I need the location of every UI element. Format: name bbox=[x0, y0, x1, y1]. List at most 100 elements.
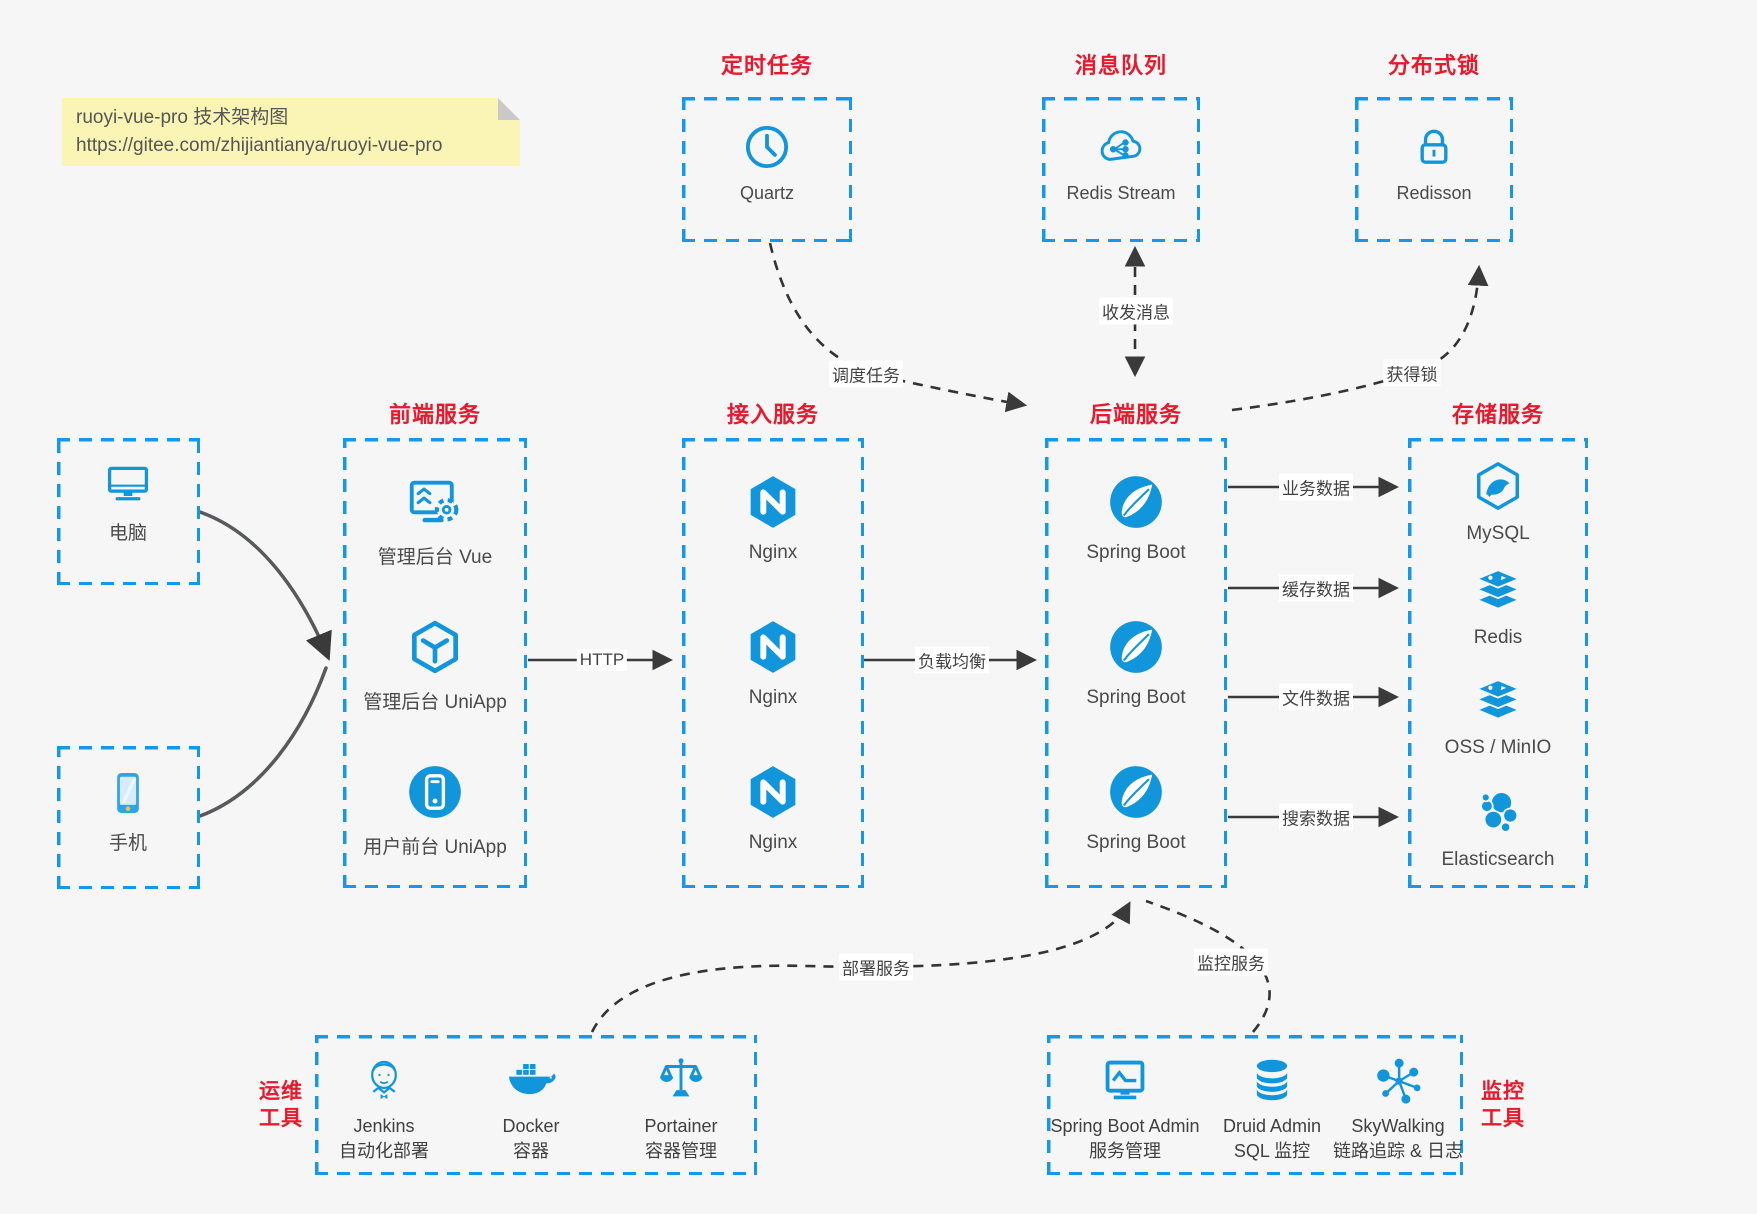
note-title: ruoyi-vue-pro 技术架构图 bbox=[76, 107, 289, 128]
node-redisson: Redisson bbox=[1346, 120, 1522, 204]
node-quartz: Quartz bbox=[679, 120, 855, 204]
monitor-tools-title: 监控 工具 bbox=[1472, 1078, 1534, 1132]
portainer-icon bbox=[654, 1053, 708, 1107]
title-distributed-lock: 分布式锁 bbox=[1387, 53, 1480, 78]
edge-label-deploy-service: 部署服务 bbox=[839, 953, 913, 981]
quartz-box bbox=[682, 97, 852, 242]
sticky-note: ruoyi-vue-pro 技术架构图 https://gitee.com/zh… bbox=[62, 98, 520, 166]
note-fold-corner bbox=[498, 98, 520, 120]
node-nginx-1: Nginx bbox=[685, 471, 861, 564]
node-label: SkyWalking 链路追踪 & 日志 bbox=[1333, 1114, 1463, 1164]
phone-box bbox=[57, 746, 200, 889]
node-label: Redis Stream bbox=[1066, 183, 1176, 203]
title-backend-services: 后端服务 bbox=[1089, 402, 1182, 427]
node-label: Spring Boot Admin 服务管理 bbox=[1050, 1114, 1199, 1164]
ops-tools-title-line2: 工具 bbox=[259, 1107, 303, 1130]
ops-tools-title: 运维 工具 bbox=[250, 1078, 312, 1132]
node-label-line1: SkyWalking bbox=[1351, 1116, 1445, 1136]
springboot-admin-icon bbox=[1098, 1053, 1152, 1107]
node-springboot-1: Spring Boot bbox=[1048, 471, 1224, 564]
nginx-icon bbox=[742, 471, 804, 533]
edge-label-send-receive: 收发消息 bbox=[1099, 297, 1173, 325]
node-label: 管理后台 Vue bbox=[377, 547, 493, 568]
node-label: Nginx bbox=[748, 832, 798, 853]
node-label-line1: Jenkins bbox=[353, 1116, 415, 1136]
node-phone: 手机 bbox=[63, 767, 193, 855]
node-label: Spring Boot bbox=[1086, 542, 1186, 563]
edge-label-http: HTTP bbox=[576, 649, 628, 671]
node-label-line2: 容器管理 bbox=[644, 1141, 717, 1161]
edge-label-file-data: 文件数据 bbox=[1279, 683, 1353, 711]
node-docker: Docker 容器 bbox=[443, 1053, 619, 1164]
spring-icon bbox=[1105, 471, 1167, 533]
edge-desktop-to-frontend bbox=[198, 510, 332, 661]
desktop-box bbox=[57, 438, 200, 585]
node-label: Spring Boot bbox=[1086, 687, 1186, 708]
ops-tools-box bbox=[315, 1035, 757, 1175]
node-label: Elasticsearch bbox=[1441, 849, 1555, 870]
node-redis: Redis bbox=[1410, 562, 1586, 649]
node-label: Spring Boot bbox=[1086, 832, 1186, 853]
node-springboot-3: Spring Boot bbox=[1048, 761, 1224, 854]
node-desktop: 电脑 bbox=[63, 457, 193, 545]
node-label-line2: SQL 监控 bbox=[1233, 1141, 1311, 1161]
node-label: Portainer 容器管理 bbox=[644, 1114, 717, 1164]
node-portainer: Portainer 容器管理 bbox=[593, 1053, 769, 1164]
edge-phone-to-frontend bbox=[198, 666, 328, 818]
cloud-stream-icon bbox=[1094, 120, 1148, 174]
node-nginx-3: Nginx bbox=[685, 761, 861, 854]
title-frontend-services: 前端服务 bbox=[388, 402, 481, 427]
node-jenkins: Jenkins 自动化部署 bbox=[296, 1053, 472, 1164]
title-access-services: 接入服务 bbox=[726, 402, 819, 427]
node-label: Druid Admin SQL 监控 bbox=[1223, 1114, 1321, 1164]
druid-icon bbox=[1245, 1053, 1299, 1107]
clock-icon bbox=[740, 120, 794, 174]
elasticsearch-icon bbox=[1470, 784, 1526, 840]
node-admin-uniapp: 管理后台 UniApp bbox=[347, 616, 523, 714]
edge-label-schedule-task: 调度任务 bbox=[829, 360, 903, 388]
edge-label-acquire-lock: 获得锁 bbox=[1383, 359, 1441, 387]
edge-label-load-balance: 负载均衡 bbox=[915, 646, 989, 674]
edge-label-business-data: 业务数据 bbox=[1279, 473, 1353, 501]
title-message-queue: 消息队列 bbox=[1074, 53, 1167, 78]
node-label: 用户前台 UniApp bbox=[363, 837, 507, 858]
redis-icon bbox=[1470, 562, 1526, 618]
node-label: OSS / MinIO bbox=[1444, 737, 1552, 758]
mysql-icon bbox=[1470, 458, 1526, 514]
node-label: 电脑 bbox=[108, 523, 147, 544]
nginx-icon bbox=[742, 761, 804, 823]
uniapp-icon bbox=[404, 616, 466, 678]
node-label: Nginx bbox=[748, 687, 798, 708]
node-label-line1: Docker bbox=[502, 1116, 560, 1136]
note-url: https://gitee.com/zhijiantianya/ruoyi-vu… bbox=[76, 135, 443, 156]
node-mysql: MySQL bbox=[1410, 458, 1586, 545]
edge-label-monitor-service: 监控服务 bbox=[1194, 948, 1268, 976]
node-label-line1: Druid Admin bbox=[1222, 1116, 1322, 1136]
edge-label-cache-data: 缓存数据 bbox=[1279, 574, 1353, 602]
jenkins-icon bbox=[357, 1053, 411, 1107]
node-label-line2: 服务管理 bbox=[1089, 1141, 1161, 1161]
node-oss-minio: OSS / MinIO bbox=[1410, 672, 1586, 759]
node-druid-admin: Druid Admin SQL 监控 bbox=[1184, 1053, 1360, 1164]
spring-icon bbox=[1105, 761, 1167, 823]
redisson-box bbox=[1355, 97, 1513, 242]
node-label: Jenkins 自动化部署 bbox=[339, 1114, 429, 1164]
node-label-line2: 容器 bbox=[512, 1141, 549, 1161]
docker-icon bbox=[504, 1053, 558, 1107]
node-label: 管理后台 UniApp bbox=[363, 692, 507, 713]
node-nginx-2: Nginx bbox=[685, 616, 861, 709]
node-redis-stream: Redis Stream bbox=[1033, 120, 1209, 204]
node-label-line2: 链路追踪 & 日志 bbox=[1332, 1141, 1463, 1161]
edge-deploy-service bbox=[590, 901, 1131, 1033]
nginx-icon bbox=[742, 616, 804, 678]
desktop-icon bbox=[102, 457, 154, 509]
skywalking-icon bbox=[1371, 1053, 1425, 1107]
title-scheduled-tasks: 定时任务 bbox=[720, 53, 813, 78]
node-springboot-admin: Spring Boot Admin 服务管理 bbox=[1037, 1053, 1213, 1164]
oss-icon bbox=[1470, 672, 1526, 728]
node-elasticsearch: Elasticsearch bbox=[1410, 784, 1586, 871]
node-label-line1: Portainer bbox=[644, 1116, 718, 1136]
node-springboot-2: Spring Boot bbox=[1048, 616, 1224, 709]
edge-acquire-lock bbox=[1231, 264, 1489, 412]
node-skywalking: SkyWalking 链路追踪 & 日志 bbox=[1310, 1053, 1486, 1164]
